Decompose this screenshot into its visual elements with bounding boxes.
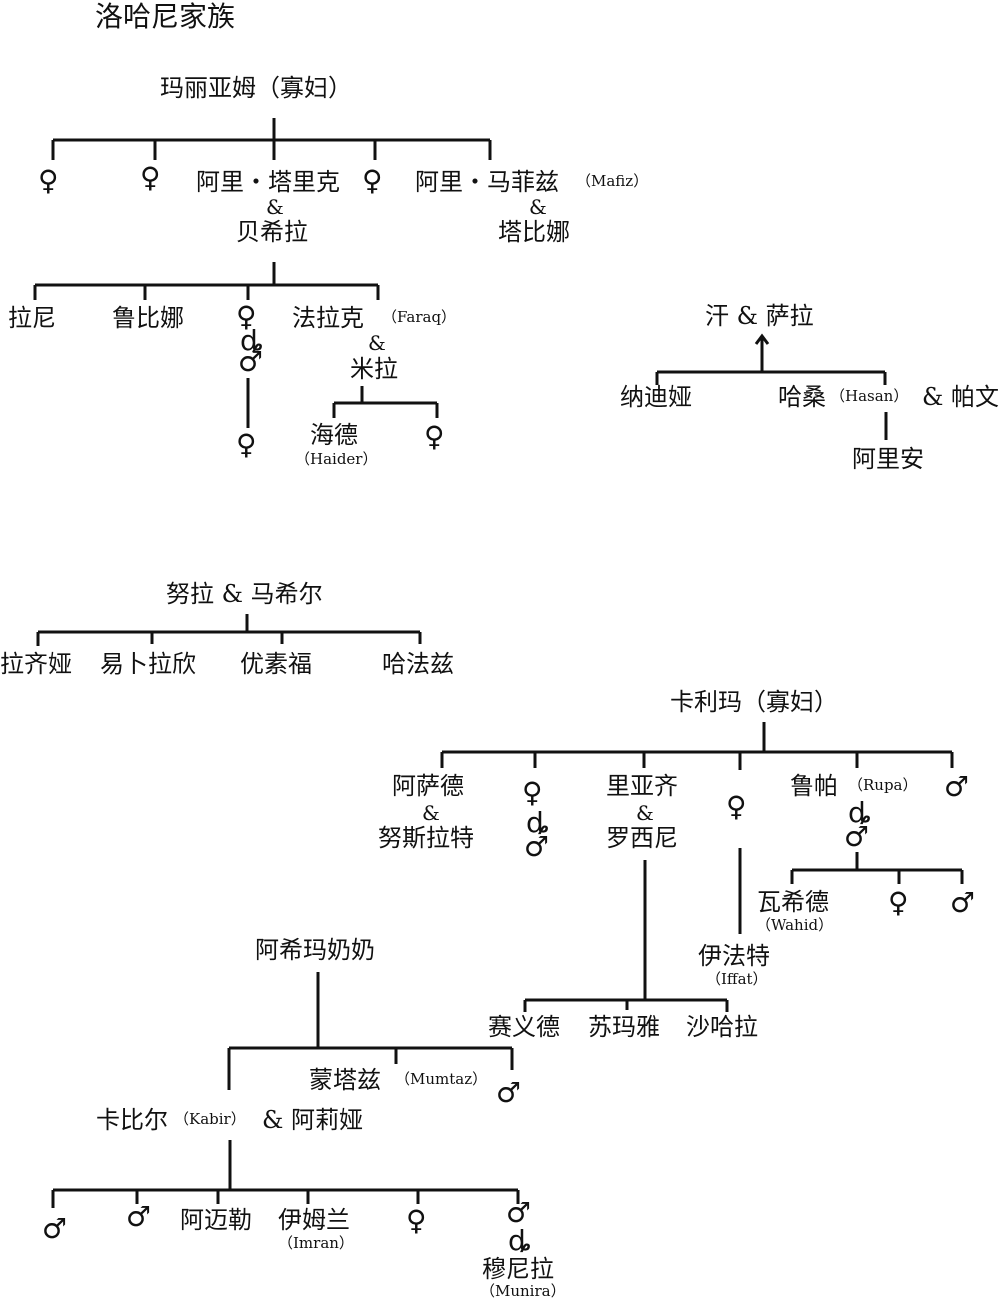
person-laqiya: 拉齐娅 — [0, 650, 72, 678]
person-saiyide: 赛义德 — [488, 1013, 560, 1041]
connector-line — [332, 386, 439, 418]
union-symbol: ȡ — [848, 796, 871, 829]
connector-line — [227, 972, 514, 1090]
person-han-sala: 汗 & 萨拉 — [705, 302, 814, 330]
person-shahala: 沙哈拉 — [686, 1013, 758, 1041]
male-symbol: ♂ — [944, 770, 969, 803]
latin-name: （Faraq） — [382, 308, 456, 326]
latin-name: （Haider） — [295, 450, 377, 468]
latin-name: （Wahid） — [756, 916, 833, 934]
female-symbol: ♀ — [140, 161, 161, 194]
person-nula-maxier: 努拉 & 马希尔 — [166, 580, 323, 608]
connector-line — [33, 262, 380, 300]
latin-name: （Hasan） — [830, 387, 908, 405]
union-symbol: ȡ — [508, 1224, 531, 1257]
person-lubina: 鲁比娜 — [112, 304, 184, 332]
person-sumaya: 苏玛雅 — [588, 1013, 660, 1041]
latin-name: （Mumtaz） — [395, 1070, 487, 1088]
person-axima: 阿希玛奶奶 — [255, 936, 375, 964]
person-beixila: 贝希拉 — [236, 218, 308, 246]
female-symbol: ♀ — [406, 1204, 427, 1237]
person-luoxini: 罗西尼 — [606, 824, 678, 852]
male-symbol: ♂ — [126, 1200, 151, 1233]
connector-line — [36, 614, 422, 646]
connector-line — [51, 1140, 520, 1208]
person-yimulan: 伊姆兰 — [278, 1206, 350, 1234]
connector-line — [440, 722, 954, 770]
connector-line — [51, 118, 492, 160]
latin-name: （Iffat） — [706, 970, 768, 988]
person-liyaqi: 里亚齐 — [606, 772, 678, 800]
ampersand: & — [422, 801, 440, 825]
person-kalima: 卡利玛（寡妇） — [670, 688, 838, 716]
person-hasang: 哈桑 — [778, 383, 826, 411]
person-nadiya: 纳迪娅 — [620, 383, 692, 411]
ampersand: & — [368, 331, 386, 355]
person-pawen: & 帕文 — [922, 383, 999, 411]
male-symbol: ♂ — [506, 1196, 531, 1229]
person-ailiya: & 阿莉娅 — [262, 1106, 363, 1134]
ampersand: & — [529, 195, 547, 219]
diagram-title: 洛哈尼家族 — [95, 0, 235, 33]
kalima-family: 卡利玛（寡妇） 阿萨德 & 努斯拉特 ♀ ȡ ♂ 里亚齐 & 罗西尼 ♀ 鲁帕 … — [378, 688, 975, 1041]
male-symbol: ♂ — [844, 820, 869, 853]
male-symbol: ♂ — [950, 886, 975, 919]
person-asade: 阿萨德 — [392, 772, 464, 800]
person-hafazi: 哈法兹 — [382, 650, 454, 678]
latin-name: （Kabir） — [174, 1110, 246, 1128]
person-ali-mafiz: 阿里・马菲兹 — [415, 168, 559, 196]
person-munila: 穆尼拉 — [482, 1255, 554, 1283]
female-symbol: ♀ — [236, 300, 257, 333]
male-symbol: ♂ — [42, 1212, 67, 1245]
female-symbol: ♀ — [236, 428, 257, 461]
female-symbol: ♀ — [522, 776, 543, 809]
person-falake: 法拉克 — [292, 304, 364, 332]
latin-name: （Mafiz） — [576, 172, 648, 190]
person-amaile: 阿迈勒 — [180, 1206, 252, 1234]
connector-line — [655, 333, 887, 385]
union-symbol: ȡ — [526, 806, 549, 839]
female-symbol: ♀ — [362, 164, 383, 197]
person-lupa: 鲁帕 — [790, 772, 838, 800]
male-symbol: ♂ — [238, 345, 263, 378]
person-yibulaxin: 易卜拉欣 — [100, 650, 196, 678]
female-symbol: ♀ — [424, 420, 445, 453]
latin-name: （Imran） — [278, 1234, 354, 1252]
person-kabier: 卡比尔 — [96, 1106, 168, 1134]
male-symbol: ♂ — [496, 1076, 521, 1109]
person-nusilate: 努斯拉特 — [378, 824, 474, 852]
female-symbol: ♀ — [888, 886, 909, 919]
connector-line — [523, 860, 729, 1012]
person-mariam: 玛丽亚姆（寡妇） — [160, 74, 352, 102]
connector-line — [790, 852, 964, 884]
person-mengtazi: 蒙塔兹 — [309, 1066, 381, 1094]
nula-maxier-family: 努拉 & 马希尔 拉齐娅 易卜拉欣 优素福 哈法兹 — [0, 580, 454, 678]
han-sala-family: 汗 & 萨拉 纳迪娅 哈桑 （Hasan） & 帕文 阿里安 — [620, 302, 999, 473]
person-yifate: 伊法特 — [698, 942, 770, 970]
female-symbol: ♀ — [38, 164, 59, 197]
axima-family: 阿希玛奶奶 蒙塔兹 （Mumtaz） ♂ 卡比尔 （Kabir） & 阿莉娅 ♂… — [42, 936, 566, 1300]
person-haide: 海德 — [310, 421, 358, 449]
ampersand: & — [266, 195, 284, 219]
person-alian: 阿里安 — [852, 445, 924, 473]
person-waxide: 瓦希德 — [757, 888, 829, 916]
latin-name: （Rupa） — [848, 776, 918, 794]
latin-name: （Munira） — [480, 1282, 566, 1300]
union-symbol: ȡ — [240, 324, 263, 357]
person-tabina: 塔比娜 — [498, 218, 570, 246]
ampersand: & — [636, 801, 654, 825]
person-mila: 米拉 — [350, 355, 398, 383]
person-lani: 拉尼 — [8, 304, 56, 332]
person-yousufu: 优素福 — [240, 650, 312, 678]
female-symbol: ♀ — [726, 790, 747, 823]
male-symbol: ♂ — [524, 830, 549, 863]
mariam-family: 玛丽亚姆（寡妇） ♀ ♀ 阿里・塔里克 ♀ 阿里・马菲兹 （Mafiz） & 贝… — [8, 74, 648, 468]
person-ali-tariq: 阿里・塔里克 — [196, 168, 340, 196]
